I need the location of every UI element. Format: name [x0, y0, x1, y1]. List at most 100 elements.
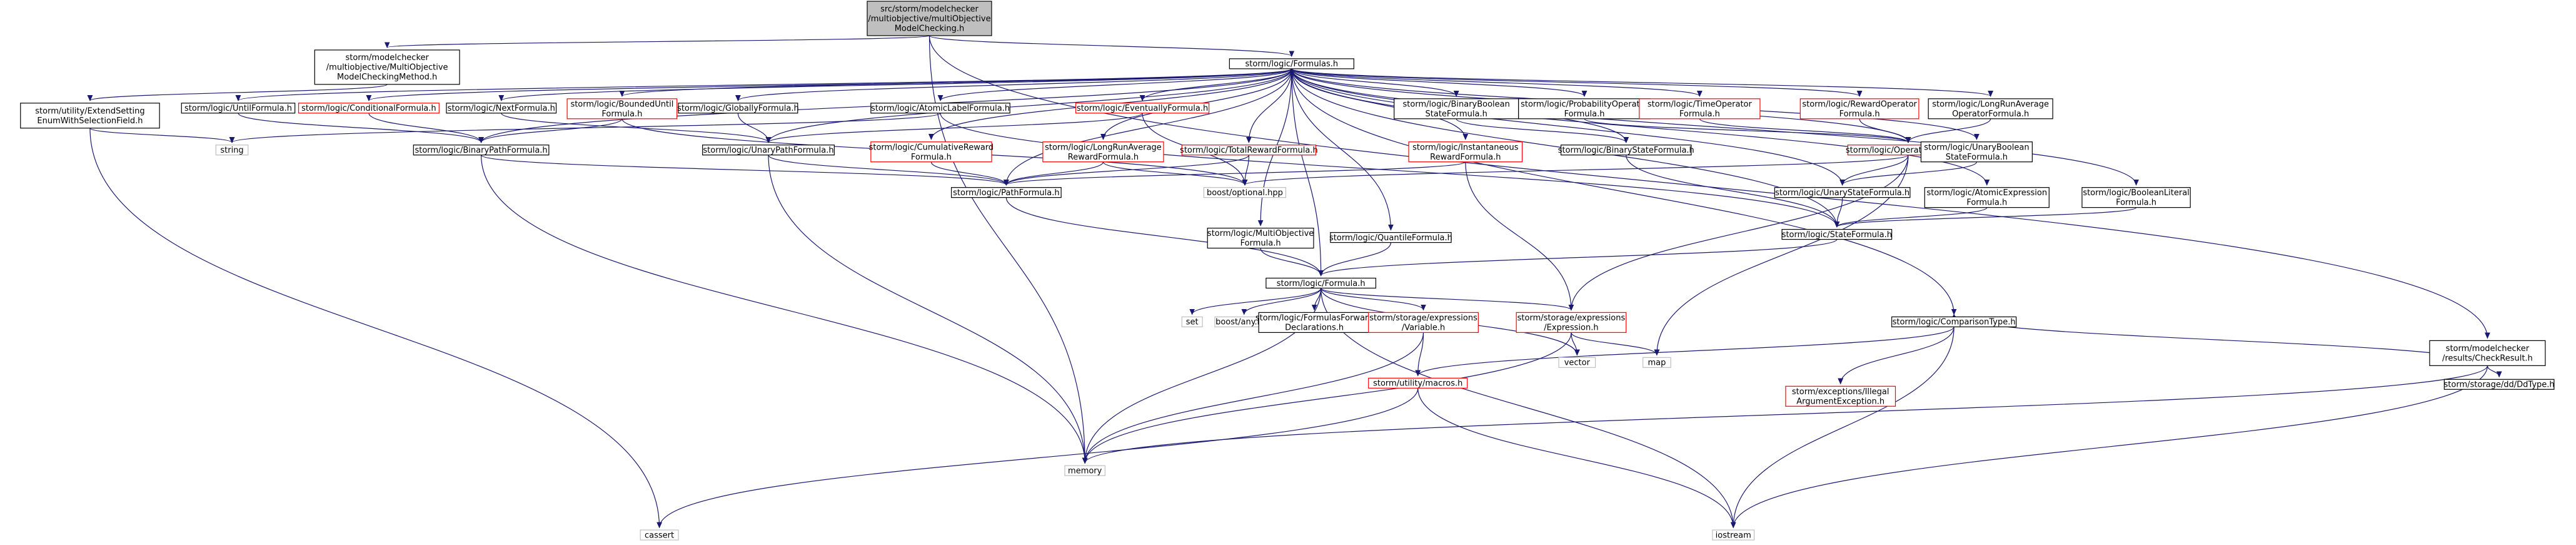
node-binstate[interactable]: storm/logic/BinaryStateFormula.h	[1558, 145, 1694, 156]
node-globally-label: storm/logic/GloballyFormula.h	[677, 104, 799, 113]
node-formulas-box	[1229, 58, 1354, 69]
node-formula[interactable]: storm/logic/Formula.h	[1265, 277, 1377, 289]
node-macros-box	[1368, 377, 1468, 389]
node-quantile-box	[1330, 232, 1452, 243]
node-expression-label: storm/storage/expressions	[1517, 313, 1626, 323]
node-unarystate-label: storm/logic/UnaryStateFormula.h	[1775, 188, 1909, 198]
node-unbool-box	[1920, 141, 2033, 163]
node-eventually[interactable]: storm/logic/EventuallyFormula.h	[1075, 103, 1210, 114]
edge-variable-to-memory	[1085, 332, 1424, 463]
node-until-box	[181, 103, 296, 114]
edge-macros-to-cassert	[660, 388, 1419, 527]
edge-formulas-to-timeop	[1291, 68, 1700, 96]
node-comparison-box	[1891, 316, 2017, 328]
edge-conditional-to-binpath	[368, 113, 481, 143]
node-map-label: map	[1648, 359, 1666, 368]
node-illegal[interactable]: storm/exceptions/IllegalArgumentExceptio…	[1785, 385, 1896, 407]
edge-formulas-to-binbool	[1291, 68, 1456, 96]
node-root-label: ModelChecking.h	[895, 24, 965, 33]
node-ddtype[interactable]: storm/storage/dd/DdType.h	[2443, 379, 2555, 390]
node-ddtype-box	[2443, 379, 2555, 390]
node-statef[interactable]: storm/logic/StateFormula.h	[1781, 228, 1893, 240]
node-momethod-label: storm/modelchecker	[345, 53, 429, 63]
edge-unarypath-to-path	[768, 155, 1006, 185]
node-macros[interactable]: storm/utility/macros.h	[1368, 377, 1468, 389]
edge-cumulative-to-path	[930, 161, 1006, 185]
edge-checkresult-to-ddtype	[2487, 365, 2499, 377]
node-quantile[interactable]: storm/logic/QuantileFormula.h	[1329, 232, 1452, 243]
node-unarypath[interactable]: storm/logic/UnaryPathFormula.h	[702, 145, 835, 156]
edge-boollit-to-statef	[1837, 207, 2137, 227]
node-cassert: cassert	[640, 529, 679, 541]
node-unarypath-label: storm/logic/UnaryPathFormula.h	[703, 146, 833, 155]
node-atomiclabel[interactable]: storm/logic/AtomicLabelFormula.h	[870, 103, 1010, 114]
node-next[interactable]: storm/logic/NextFormula.h	[446, 103, 557, 114]
node-path-box	[950, 187, 1062, 198]
node-map: map	[1643, 357, 1671, 368]
node-extend-label: storm/utility/ExtendSetting	[35, 106, 144, 116]
node-binpath[interactable]: storm/logic/BinaryPathFormula.h	[413, 145, 550, 156]
node-conditional[interactable]: storm/logic/ConditionalFormula.h	[298, 103, 440, 114]
node-formulas[interactable]: storm/logic/Formulas.h	[1229, 58, 1354, 69]
node-globally[interactable]: storm/logic/GloballyFormula.h	[677, 103, 799, 114]
node-path[interactable]: storm/logic/PathFormula.h	[950, 187, 1062, 198]
edge-formulas-to-path	[1006, 68, 1292, 185]
node-until[interactable]: storm/logic/UntilFormula.h	[181, 103, 296, 114]
node-unarystate-box	[1774, 187, 1911, 198]
node-expression[interactable]: storm/storage/expressions/Expression.h	[1516, 312, 1627, 333]
node-next-box	[446, 103, 557, 114]
node-atomiclabel-label: storm/logic/AtomicLabelFormula.h	[871, 104, 1010, 113]
edge-root-to-formulas	[928, 35, 1291, 56]
node-macros-label: storm/utility/macros.h	[1373, 379, 1462, 389]
node-lravgrew[interactable]: storm/logic/LongRunAverageRewardFormula.…	[1042, 141, 1164, 163]
node-extend-label: EnumWithSelectionField.h	[37, 116, 143, 126]
node-root[interactable]: src/storm/modelchecker/multiobjective/mu…	[867, 1, 992, 36]
node-eventually-label: storm/logic/EventuallyFormula.h	[1077, 104, 1208, 113]
node-rewardop-label: Formula.h	[1839, 110, 1880, 119]
node-iostream-box	[1712, 529, 1755, 541]
edge-quantile-to-formula	[1321, 242, 1392, 276]
node-lravgrew-box	[1042, 141, 1164, 163]
node-string-box	[215, 145, 249, 156]
node-fwd-label: storm/logic/FormulasForward	[1255, 313, 1374, 323]
edge-atomicexpr-to-statef	[1837, 207, 1988, 227]
node-checkresult-label: /results/CheckResult.h	[2442, 354, 2533, 363]
node-bounded-label: Formula.h	[601, 110, 642, 119]
node-variable-label: /Variable.h	[1402, 323, 1445, 332]
edge-checkresult-to-memory	[1085, 365, 2488, 463]
node-checkresult[interactable]: storm/modelchecker/results/CheckResult.h	[2429, 340, 2546, 366]
edge-formulas-to-comparison	[1291, 68, 1954, 315]
node-variable[interactable]: storm/storage/expressions/Variable.h	[1368, 312, 1479, 333]
edge-formulas-to-atomicexpr	[1291, 68, 1987, 185]
node-atomicexpr-label: Formula.h	[1966, 198, 2007, 208]
edge-binstate-to-statef	[1626, 155, 1837, 227]
node-rewardop-label: storm/logic/RewardOperator	[1802, 99, 1917, 109]
node-probop-box	[1518, 98, 1651, 120]
node-momethod[interactable]: storm/modelchecker/multiobjective/MultiO…	[314, 49, 460, 85]
node-lravgop[interactable]: storm/logic/LongRunAverageOperatorFormul…	[1928, 98, 2053, 120]
node-binbool-label: StateFormula.h	[1426, 110, 1487, 119]
node-comparison[interactable]: storm/logic/ComparisonType.h	[1891, 316, 2017, 328]
node-unarystate[interactable]: storm/logic/UnaryStateFormula.h	[1774, 187, 1911, 198]
edge-totalrew-to-path	[1006, 155, 1249, 185]
node-totalrew[interactable]: storm/logic/TotalRewardFormula.h	[1180, 145, 1318, 156]
edge-formula-to-set	[1192, 288, 1322, 314]
node-formula-label: storm/logic/Formula.h	[1277, 279, 1366, 288]
node-fwd[interactable]: storm/logic/FormulasForwardDeclarations.…	[1255, 312, 1374, 333]
node-instrew-label: RewardFormula.h	[1430, 153, 1501, 162]
node-extend[interactable]: storm/utility/ExtendSettingEnumWithSelec…	[20, 103, 160, 129]
node-memory-box	[1064, 465, 1105, 476]
node-checkresult-label: storm/modelchecker	[2446, 344, 2530, 354]
node-vector-box	[1558, 357, 1596, 368]
